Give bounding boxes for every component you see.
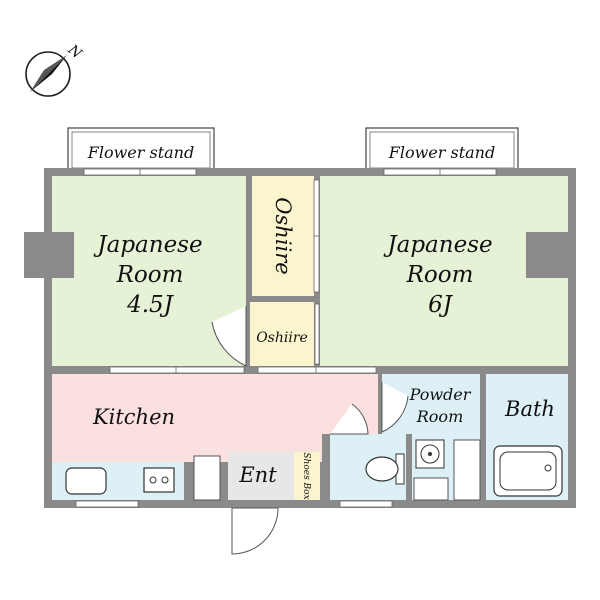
powder-room-label-line2: Room bbox=[416, 407, 463, 426]
oshiire-upper bbox=[252, 176, 314, 296]
japanese-room-right-label-line1: Japanese bbox=[383, 232, 492, 258]
oshiire-lower bbox=[250, 302, 314, 366]
bath-label: Bath bbox=[504, 397, 555, 421]
storage-space bbox=[453, 439, 481, 501]
left-bay-window bbox=[24, 232, 74, 278]
kitchen-floor bbox=[52, 374, 378, 462]
entrance-floor bbox=[228, 452, 294, 500]
bottom-windows bbox=[75, 500, 393, 508]
powder-room-label-line1: Powder bbox=[409, 385, 472, 404]
compass-needle-tail bbox=[30, 55, 67, 92]
japanese-room-right-label-line2: Room bbox=[406, 262, 474, 288]
right-bay-window bbox=[526, 232, 576, 278]
toilet-icon bbox=[365, 453, 405, 485]
compass: N bbox=[25, 41, 85, 97]
shoes-box bbox=[294, 452, 320, 500]
washing-machine-space bbox=[413, 477, 449, 501]
japanese-room-left-label-line1: Japanese bbox=[93, 232, 202, 258]
oshiire-lower-label: Oshiire bbox=[256, 330, 308, 346]
oshiire-upper-label: Oshiire bbox=[271, 197, 295, 274]
door-swings bbox=[211, 306, 409, 555]
japanese-room-right-label-line3: 6J bbox=[428, 292, 454, 318]
bathtub-icon bbox=[493, 445, 563, 497]
japanese-room-left bbox=[52, 176, 246, 366]
entrance-label: Ent bbox=[238, 463, 277, 487]
shoes-box-label: Shoes Box bbox=[301, 452, 311, 499]
sink-icon bbox=[65, 467, 107, 495]
japanese-room-left-label-line2: Room bbox=[116, 262, 184, 288]
stove-icon bbox=[143, 467, 175, 493]
flower-stand-right: Flower stand bbox=[365, 127, 519, 171]
top-windows bbox=[83, 168, 497, 176]
kitchen-fixtures bbox=[65, 455, 221, 501]
washbasin-icon bbox=[415, 439, 445, 469]
sliding-doors bbox=[109, 179, 377, 374]
fridge-space bbox=[193, 455, 221, 501]
flower-stand-left: Flower stand bbox=[67, 127, 215, 171]
kitchen-label: Kitchen bbox=[92, 405, 175, 429]
japanese-room-left-label-line3: 4.5J bbox=[126, 292, 175, 318]
north-label: N bbox=[64, 41, 85, 62]
flower-stand-right-label: Flower stand bbox=[388, 143, 495, 162]
flower-stand-left-label: Flower stand bbox=[87, 143, 194, 162]
